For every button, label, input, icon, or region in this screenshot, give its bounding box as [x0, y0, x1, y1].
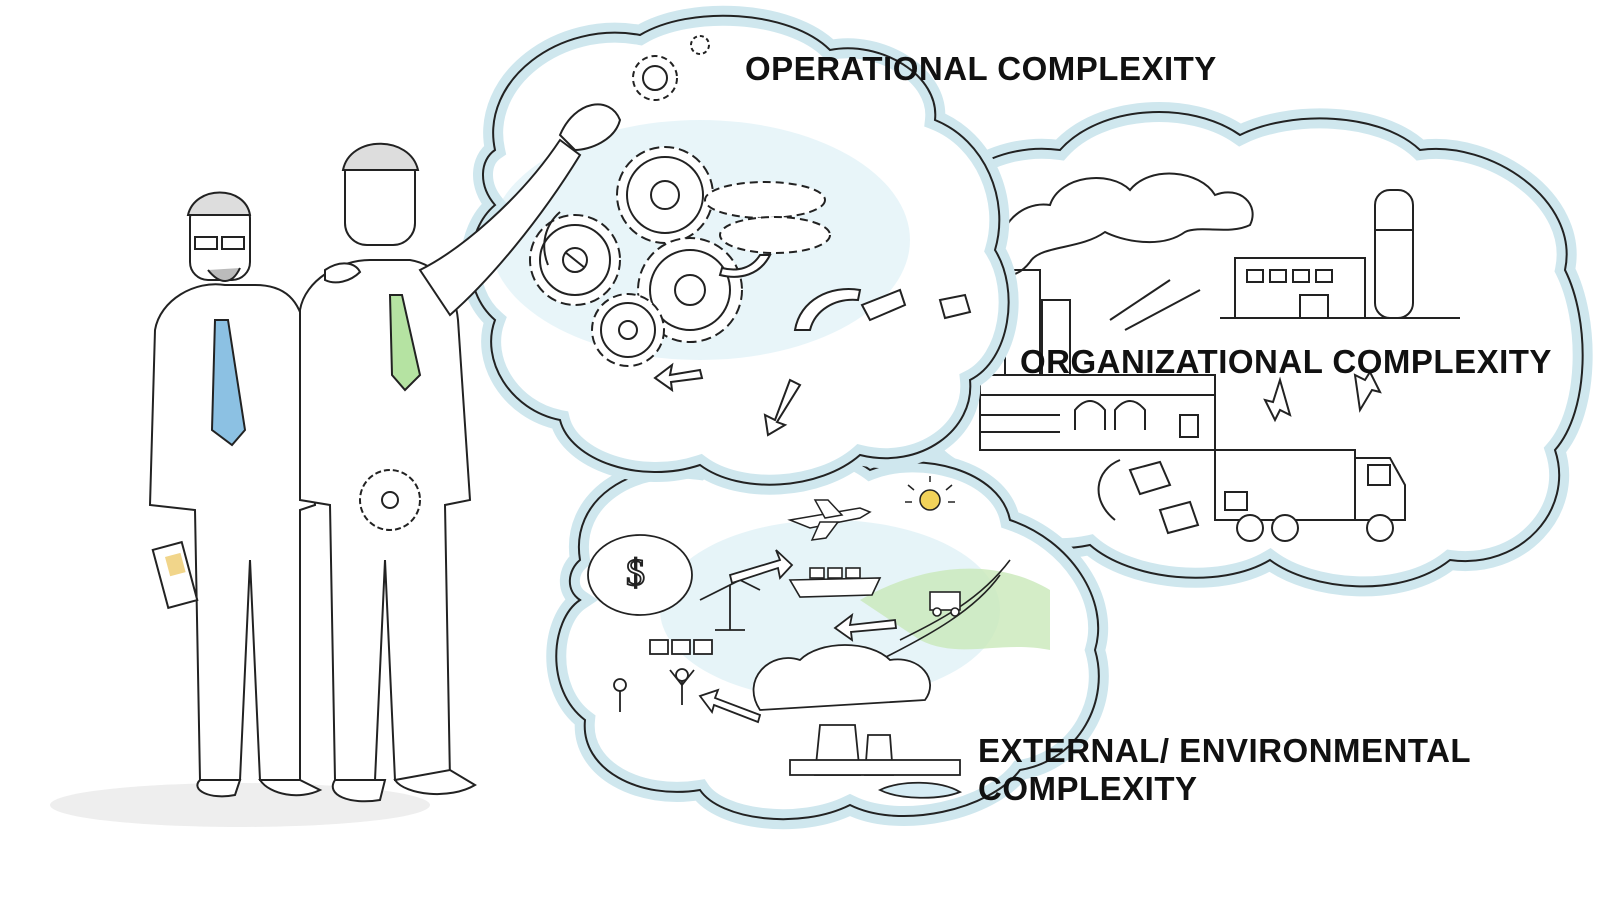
economy-scene: $ — [587, 534, 761, 712]
svg-text:$: $ — [626, 552, 645, 594]
transport-scene — [788, 559, 1011, 661]
external-label-line-1: EXTERNAL/ ENVIRONMENTAL — [978, 732, 1472, 769]
younger-man-figure — [299, 103, 622, 803]
sun-icon — [905, 476, 955, 511]
external-environmental-complexity-label: EXTERNAL/ ENVIRONMENTAL COMPLEXITY — [978, 732, 1471, 808]
external-label-line-2: COMPLEXITY — [978, 769, 1198, 807]
factory-building-icon — [979, 189, 1460, 451]
environmental-arrows — [698, 549, 898, 724]
older-man-figure — [148, 191, 323, 798]
cargo-boxes-icon — [1097, 459, 1200, 535]
operational-arrows — [543, 211, 972, 437]
factory-smoke — [997, 172, 1254, 277]
power-plant-icon — [752, 644, 963, 799]
ground-shadow — [50, 783, 430, 827]
operational-complexity-label: OPERATIONAL COMPLEXITY — [745, 50, 1217, 87]
airplane-icon — [787, 499, 872, 541]
organizational-arrows — [1263, 369, 1382, 423]
truck-icon — [1214, 449, 1406, 542]
organizational-complexity-label: ORGANIZATIONAL COMPLEXITY — [1020, 343, 1552, 380]
gears-icon — [529, 35, 831, 367]
